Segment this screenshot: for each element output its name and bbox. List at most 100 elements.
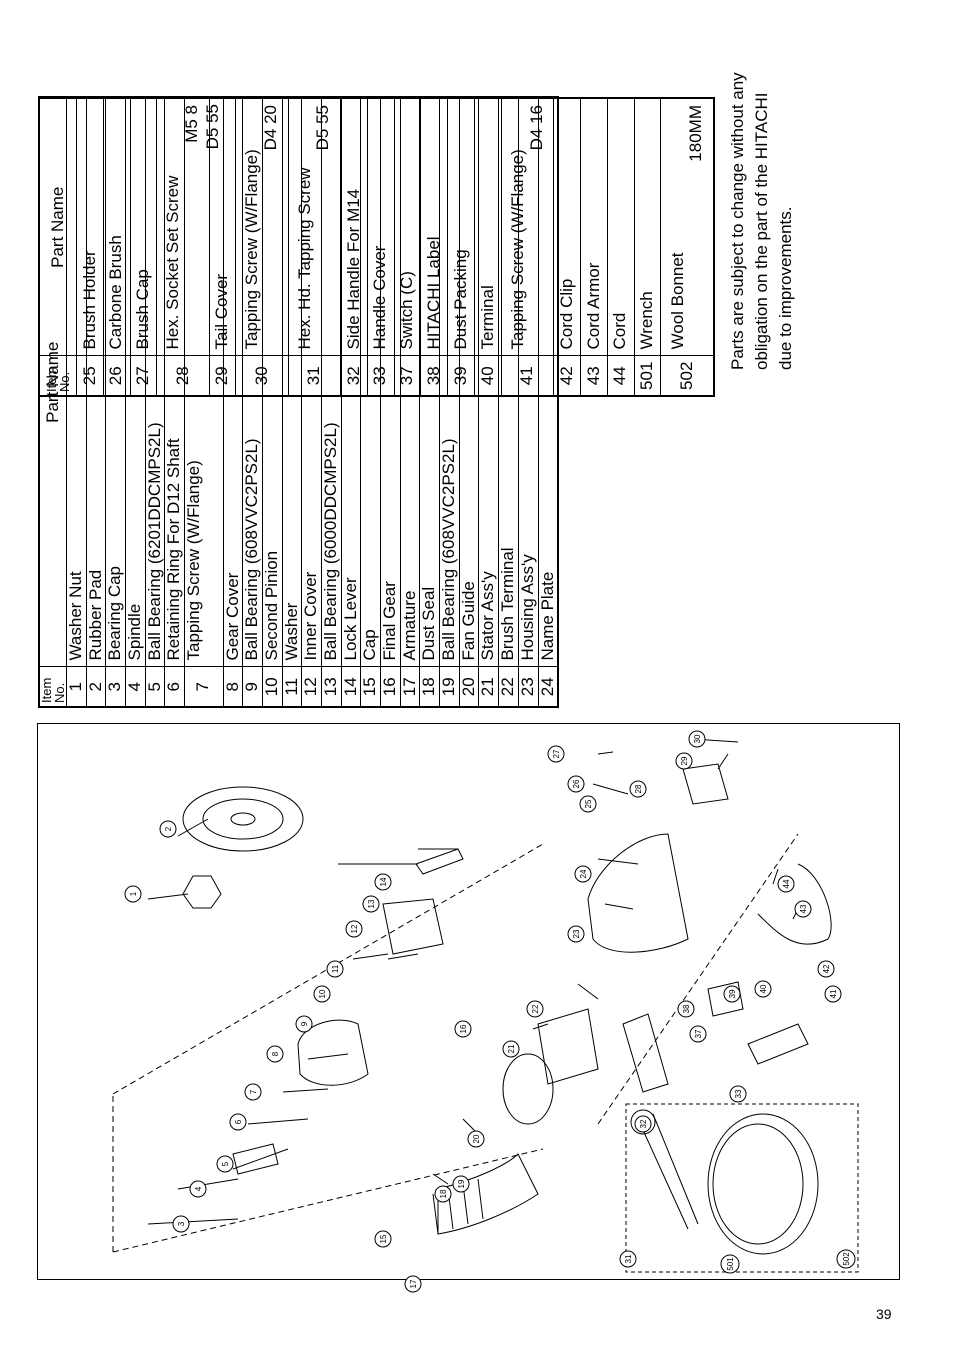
item-number: 27 xyxy=(130,356,157,396)
part-name: Tail Cover xyxy=(209,98,236,356)
svg-text:25: 25 xyxy=(584,799,593,808)
diagram-label-44: 44 xyxy=(777,875,795,893)
part-name-text: Brush Holder xyxy=(79,250,99,350)
diagram-label-25: 25 xyxy=(579,795,597,813)
diagram-label-30: 30 xyxy=(688,730,706,748)
diagram-label-8: 8 xyxy=(266,1045,284,1063)
item-number: 12 xyxy=(301,667,322,707)
part-name-text: Retaining Ring For D12 Shaft xyxy=(164,438,184,661)
diagram-label-14: 14 xyxy=(374,873,392,891)
svg-text:20: 20 xyxy=(472,1134,481,1143)
item-number: 40 xyxy=(474,356,502,396)
item-number: 10 xyxy=(262,667,283,707)
svg-text:3: 3 xyxy=(177,1221,186,1226)
svg-text:7: 7 xyxy=(249,1089,258,1094)
diagram-label-2: 2 xyxy=(159,820,177,838)
part-name-text: Tapping Screw (W/Flange) xyxy=(242,149,262,350)
diagram-label-41: 41 xyxy=(824,985,842,1003)
part-spec: D4 20 xyxy=(261,105,281,151)
disclaimer-text: Parts are subject to change without any … xyxy=(728,72,795,370)
svg-text:2: 2 xyxy=(164,826,173,831)
item-number: 41 xyxy=(501,356,554,396)
part-name-text: Side Handle For M14 xyxy=(343,188,363,350)
part-spec: D5 55 xyxy=(313,105,333,151)
item-number: 43 xyxy=(580,356,608,396)
part-name-text: Dust Seal xyxy=(419,586,439,661)
part-name-text: Armature xyxy=(399,590,419,661)
svg-text:32: 32 xyxy=(639,1119,648,1128)
diagram-label-32: 32 xyxy=(634,1115,652,1133)
diagram-label-15: 15 xyxy=(374,1230,392,1248)
part-name: Brush Holder xyxy=(76,98,104,356)
diagram-label-6: 6 xyxy=(229,1113,247,1131)
diagram-label-1: 1 xyxy=(124,885,142,903)
diagram-label-17: 17 xyxy=(404,1275,422,1293)
diagram-label-23: 23 xyxy=(567,925,585,943)
svg-text:1: 1 xyxy=(129,891,138,896)
diagram-label-13: 13 xyxy=(362,895,380,913)
diagram-label-12: 12 xyxy=(345,920,363,938)
part-name-text: Washer xyxy=(281,602,301,661)
item-number: 13 xyxy=(321,667,342,707)
part-name: Wrench xyxy=(634,98,661,356)
item-number: 2 xyxy=(86,667,106,707)
svg-text:8: 8 xyxy=(271,1051,280,1056)
diagram-label-43: 43 xyxy=(794,900,812,918)
diagram-label-29: 29 xyxy=(675,752,693,770)
item-number: 11 xyxy=(282,667,302,707)
item-number: 22 xyxy=(498,667,519,707)
diagram-label-7: 7 xyxy=(244,1083,262,1101)
diagram-label-9: 9 xyxy=(295,1015,313,1033)
part-name-text: Gear Cover xyxy=(222,572,242,661)
svg-text:11: 11 xyxy=(331,964,340,973)
svg-text:19: 19 xyxy=(457,1179,466,1188)
diagram-label-5: 5 xyxy=(216,1155,234,1173)
item-number: 14 xyxy=(341,667,361,707)
item-number: 29 xyxy=(209,356,236,396)
diagram-label-10: 10 xyxy=(313,985,331,1003)
part-name-text: Stator Ass'y xyxy=(478,571,498,661)
diagram-label-24: 24 xyxy=(574,865,592,883)
part-name-text: Second Pinion xyxy=(261,550,281,661)
item-number: 9 xyxy=(242,667,263,707)
part-name-text: Tail Cover xyxy=(212,273,232,350)
svg-text:22: 22 xyxy=(531,1004,540,1013)
part-name-text: Inner Cover xyxy=(301,571,321,661)
item-number: 33 xyxy=(367,356,395,396)
svg-text:501: 501 xyxy=(726,1257,735,1271)
part-name: Carbone Brush xyxy=(103,98,131,356)
table-row: 25 Brush Holder xyxy=(76,98,104,396)
part-name-text: Tapping Screw (W/Flange) xyxy=(507,149,527,350)
part-name-text: Name Plate xyxy=(537,571,557,661)
item-number: 23 xyxy=(518,667,538,707)
part-name-text: Cord xyxy=(610,312,630,350)
svg-text:37: 37 xyxy=(694,1029,703,1038)
item-number: 5 xyxy=(145,667,165,707)
diagram-label-27: 27 xyxy=(547,745,565,763)
item-number: 25 xyxy=(76,356,104,396)
part-name-text: Brush Terminal xyxy=(498,547,518,661)
svg-text:26: 26 xyxy=(572,779,581,788)
part-name-text: Hex. Socket Set Screw xyxy=(163,175,183,350)
svg-text:39: 39 xyxy=(728,989,737,998)
part-name-text: Washer Nut xyxy=(66,571,85,661)
part-name-text: Spindle xyxy=(125,603,145,661)
item-number: 21 xyxy=(478,667,499,707)
item-number: 24 xyxy=(538,667,559,707)
part-name-text: Ball Bearing (6000DDCMPS2L) xyxy=(320,422,340,661)
svg-text:16: 16 xyxy=(459,1024,468,1033)
svg-text:18: 18 xyxy=(439,1189,448,1198)
